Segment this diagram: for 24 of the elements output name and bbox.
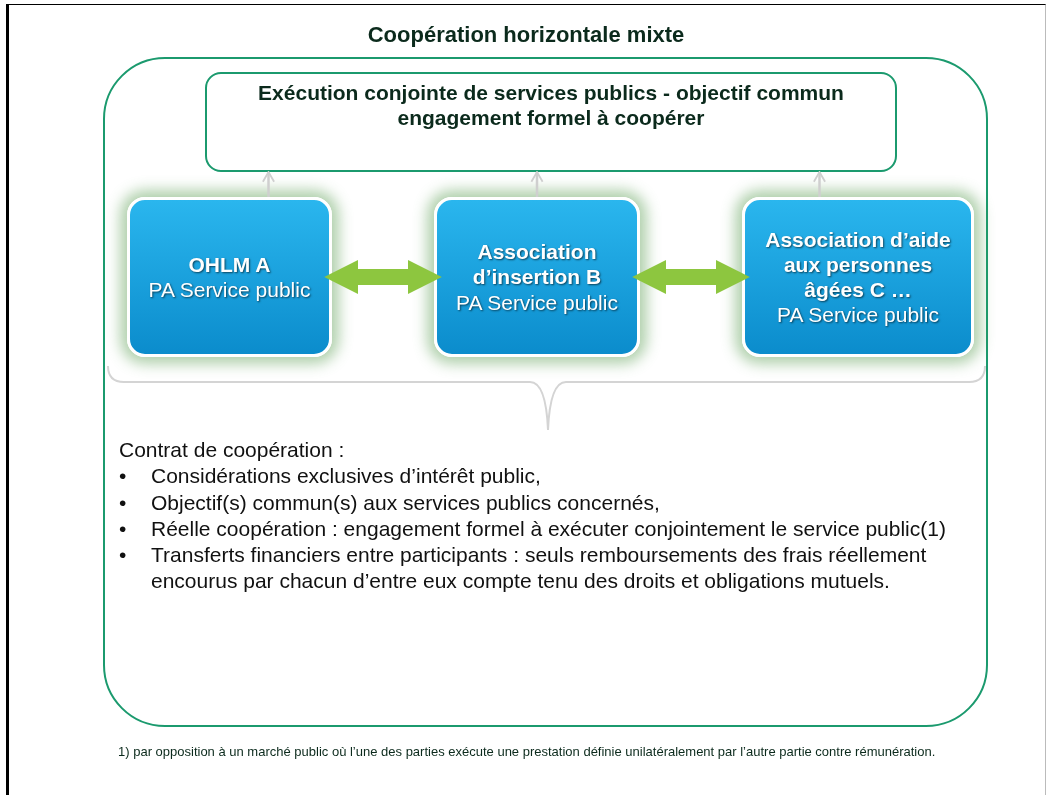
box-text: PA Service public <box>456 289 618 315</box>
diagram-title: Coopération horizontale mixte <box>366 22 686 48</box>
bullet-item: • Transferts financiers entre participants : seuls remboursements des frais réellement encourus par chacun d’entre eux compte tenu des droits et obligations mutuels. <box>119 542 928 595</box>
box-heading: Association d’aide aux personnes âgées C … <box>764 226 952 303</box>
list-heading: Contrat de coopération : <box>119 437 346 463</box>
rounded-panel <box>103 57 988 727</box>
double-arrow <box>632 260 750 294</box>
box-text: PA Service public <box>777 302 939 328</box>
box-heading: Exécution conjointe de services publics - objectif commun engagement formel à coopérer <box>257 80 845 131</box>
box-heading: Association d’insertion B <box>471 239 603 290</box>
bullet-item: • Objectif(s) commun(s) aux services publics concernés, <box>119 489 661 516</box>
bullet-item: • Réelle coopération : engagement formel à exécuter conjointement le service public(1) <box>119 515 947 542</box>
goal-box <box>205 72 897 172</box>
double-arrow <box>324 260 442 294</box>
box-text: PA Service public <box>148 277 311 303</box>
partner-box <box>127 197 332 357</box>
arrow <box>813 171 826 197</box>
partner-box <box>742 197 974 357</box>
footnote: 1) par opposition à un marché public où l’une des parties exécute une prestation définie unilatéralement par l’autre partie contre rémunération. <box>118 744 937 761</box>
bullet-item: • Considérations exclusives d’intérêt public, <box>119 463 542 490</box>
arrow <box>262 171 275 197</box>
arrow <box>530 171 544 197</box>
box-heading: OHLM A <box>188 251 271 277</box>
partner-box <box>434 197 640 357</box>
